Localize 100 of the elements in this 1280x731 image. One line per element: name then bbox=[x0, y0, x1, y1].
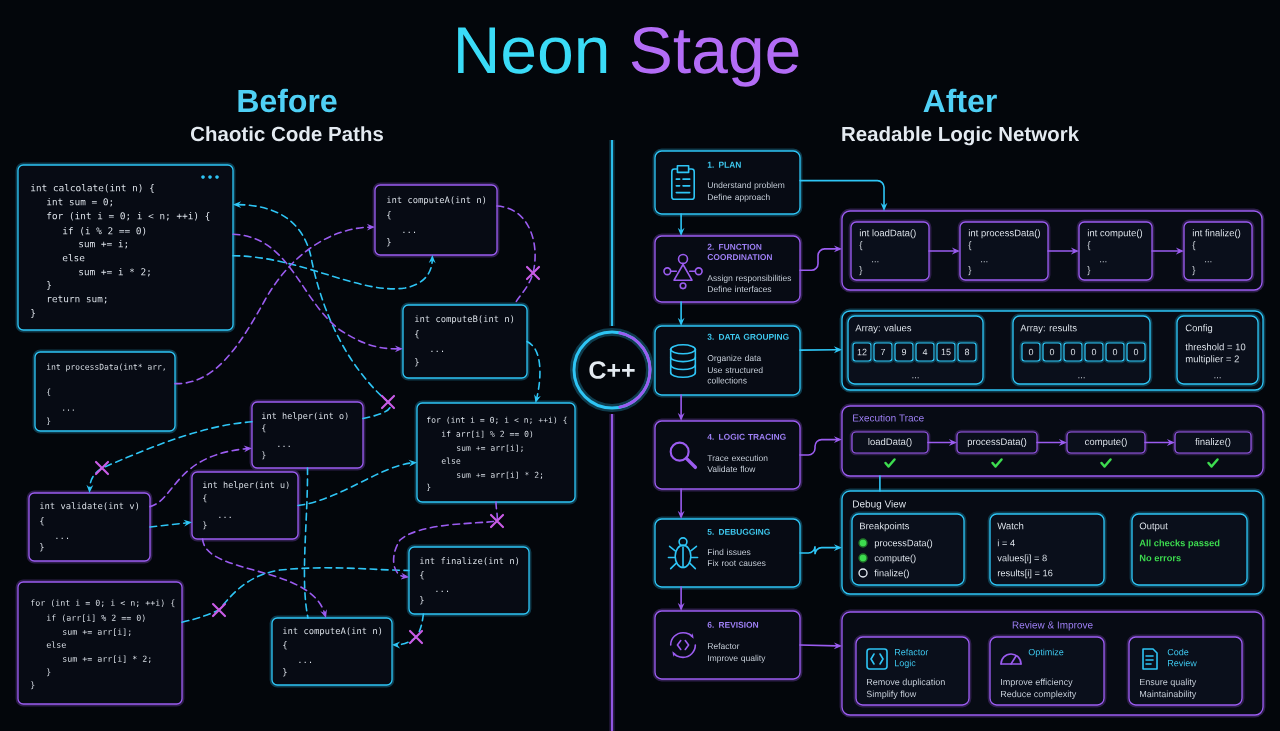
step-text: Understand problem bbox=[707, 181, 785, 190]
step-text: Fix root causes bbox=[707, 559, 766, 567]
code-line: sum += i; bbox=[79, 240, 127, 249]
code-box bbox=[414, 400, 578, 505]
card-title: Array: values bbox=[855, 324, 912, 334]
data-card bbox=[1174, 313, 1261, 387]
code-line: sum += i * 2; bbox=[79, 268, 150, 277]
code-line: for (int i = 0; i < n; ++i) { bbox=[31, 599, 175, 608]
step-text: Refactor bbox=[707, 642, 740, 650]
card-text: ... bbox=[1078, 377, 1085, 379]
value-cell: 0 bbox=[1103, 340, 1127, 364]
code-line: } bbox=[283, 668, 287, 677]
code-line: int loadData() bbox=[859, 229, 916, 239]
value-cell: 12 bbox=[850, 340, 874, 364]
code-line: { bbox=[415, 330, 419, 339]
dashed-connector-line bbox=[303, 467, 309, 619]
card-text: Ensure quality bbox=[1140, 678, 1197, 687]
list-item: processData() bbox=[874, 539, 933, 549]
code-box bbox=[15, 579, 185, 707]
code-line: for (int i = 0; i < n; ++i) { bbox=[47, 212, 210, 221]
list-item: No errors bbox=[1139, 554, 1181, 562]
step-title: 5. DEBUGGING bbox=[707, 528, 770, 535]
card-text: ... bbox=[1214, 377, 1221, 379]
function-pill: finalize() bbox=[1172, 429, 1254, 456]
code-line: } bbox=[31, 309, 35, 318]
code-line: sum += arr[i]; bbox=[63, 628, 131, 636]
step-text: Improve quality bbox=[708, 654, 766, 663]
code-line: ... bbox=[219, 516, 231, 518]
code-line: int processData(int* arr, bbox=[46, 363, 165, 372]
step-text: Organize data bbox=[707, 354, 762, 363]
card-title: Watch bbox=[997, 522, 1024, 530]
step-title: 4. LOGIC TRACING bbox=[707, 433, 786, 440]
code-line: { bbox=[968, 241, 972, 251]
code-line: int validate(int v) bbox=[40, 502, 139, 511]
card-text: Reduce complexity bbox=[1001, 690, 1077, 699]
list-item: finalize() bbox=[874, 569, 909, 579]
step-text: Find issues bbox=[707, 548, 751, 556]
code-line: { bbox=[1192, 241, 1196, 251]
code-line: int helper(int u) bbox=[203, 481, 289, 490]
code-line: } bbox=[1192, 266, 1196, 276]
code-line: ... bbox=[403, 231, 416, 233]
code-line: sum += arr[i] * 2; bbox=[63, 655, 151, 663]
step-text: Use structured collections bbox=[707, 366, 763, 384]
code-line: { bbox=[420, 571, 424, 580]
code-line: ... bbox=[1100, 261, 1107, 263]
connector-line bbox=[879, 475, 881, 492]
code-box bbox=[15, 162, 236, 333]
list-item: i = 4 bbox=[997, 539, 1015, 547]
code-line: ... bbox=[278, 445, 290, 447]
code-line: int compute() bbox=[1087, 229, 1143, 239]
code-box bbox=[189, 469, 301, 542]
code-line: else bbox=[441, 457, 461, 464]
debug-card bbox=[987, 511, 1107, 588]
code-line: } bbox=[427, 483, 431, 492]
code-line: } bbox=[262, 451, 266, 460]
step-card bbox=[652, 148, 803, 217]
function-pill: loadData() bbox=[849, 429, 931, 456]
section-heading: Before bbox=[238, 88, 337, 113]
code-line: else bbox=[46, 641, 66, 648]
value-cell: 0 bbox=[1082, 340, 1106, 364]
card-text: Maintainability bbox=[1140, 690, 1197, 699]
code-line: ... bbox=[431, 350, 444, 352]
code-line: } bbox=[1087, 266, 1091, 276]
section-subtitle: Chaotic Code Paths bbox=[191, 126, 383, 142]
step-title: 2. FUNCTION COORDINATION bbox=[707, 243, 772, 261]
code-line: int helper(int o) bbox=[262, 412, 348, 421]
card-title: Config bbox=[1185, 324, 1213, 334]
value-cell: 7 bbox=[871, 340, 895, 364]
panel-title: Review & Improve bbox=[1012, 621, 1093, 631]
code-line: else bbox=[62, 254, 85, 262]
code-line: } bbox=[47, 281, 51, 290]
function-pill: compute() bbox=[1064, 429, 1148, 456]
code-box bbox=[406, 544, 532, 617]
code-line: sum += arr[i] * 2; bbox=[457, 471, 543, 479]
value-cell: 9 bbox=[892, 340, 916, 364]
code-line: int calcolate(int n) { bbox=[31, 184, 154, 193]
card-title: Output bbox=[1139, 522, 1168, 532]
panel-title: Debug View bbox=[853, 500, 907, 510]
code-card bbox=[957, 219, 1051, 283]
step-card bbox=[652, 418, 803, 492]
code-box bbox=[400, 302, 530, 381]
code-line: int sum = 0; bbox=[47, 198, 112, 207]
value-cell: 0 bbox=[1040, 340, 1064, 364]
card-title: Array: results bbox=[1020, 324, 1077, 334]
list-item: values[i] = 8 bbox=[997, 554, 1047, 564]
code-line: if (arr[i] % 2 == 0) bbox=[47, 614, 145, 622]
code-line: ... bbox=[299, 661, 312, 663]
title: Neon Stage bbox=[458, 26, 799, 87]
code-line: int finalize(int n) bbox=[420, 557, 519, 566]
step-title: 3. DATA GROUPING bbox=[707, 333, 789, 340]
code-line: ... bbox=[63, 409, 74, 411]
code-line: ... bbox=[1205, 261, 1212, 263]
code-line: { bbox=[262, 424, 266, 433]
card-text: Remove duplication bbox=[867, 678, 945, 687]
dashed-connector-line bbox=[181, 567, 410, 624]
code-line: } bbox=[47, 417, 51, 425]
code-line: { bbox=[859, 241, 863, 251]
code-card bbox=[1076, 219, 1155, 283]
code-line: ... bbox=[872, 261, 879, 263]
code-line: int computeA(int n) bbox=[387, 196, 486, 205]
